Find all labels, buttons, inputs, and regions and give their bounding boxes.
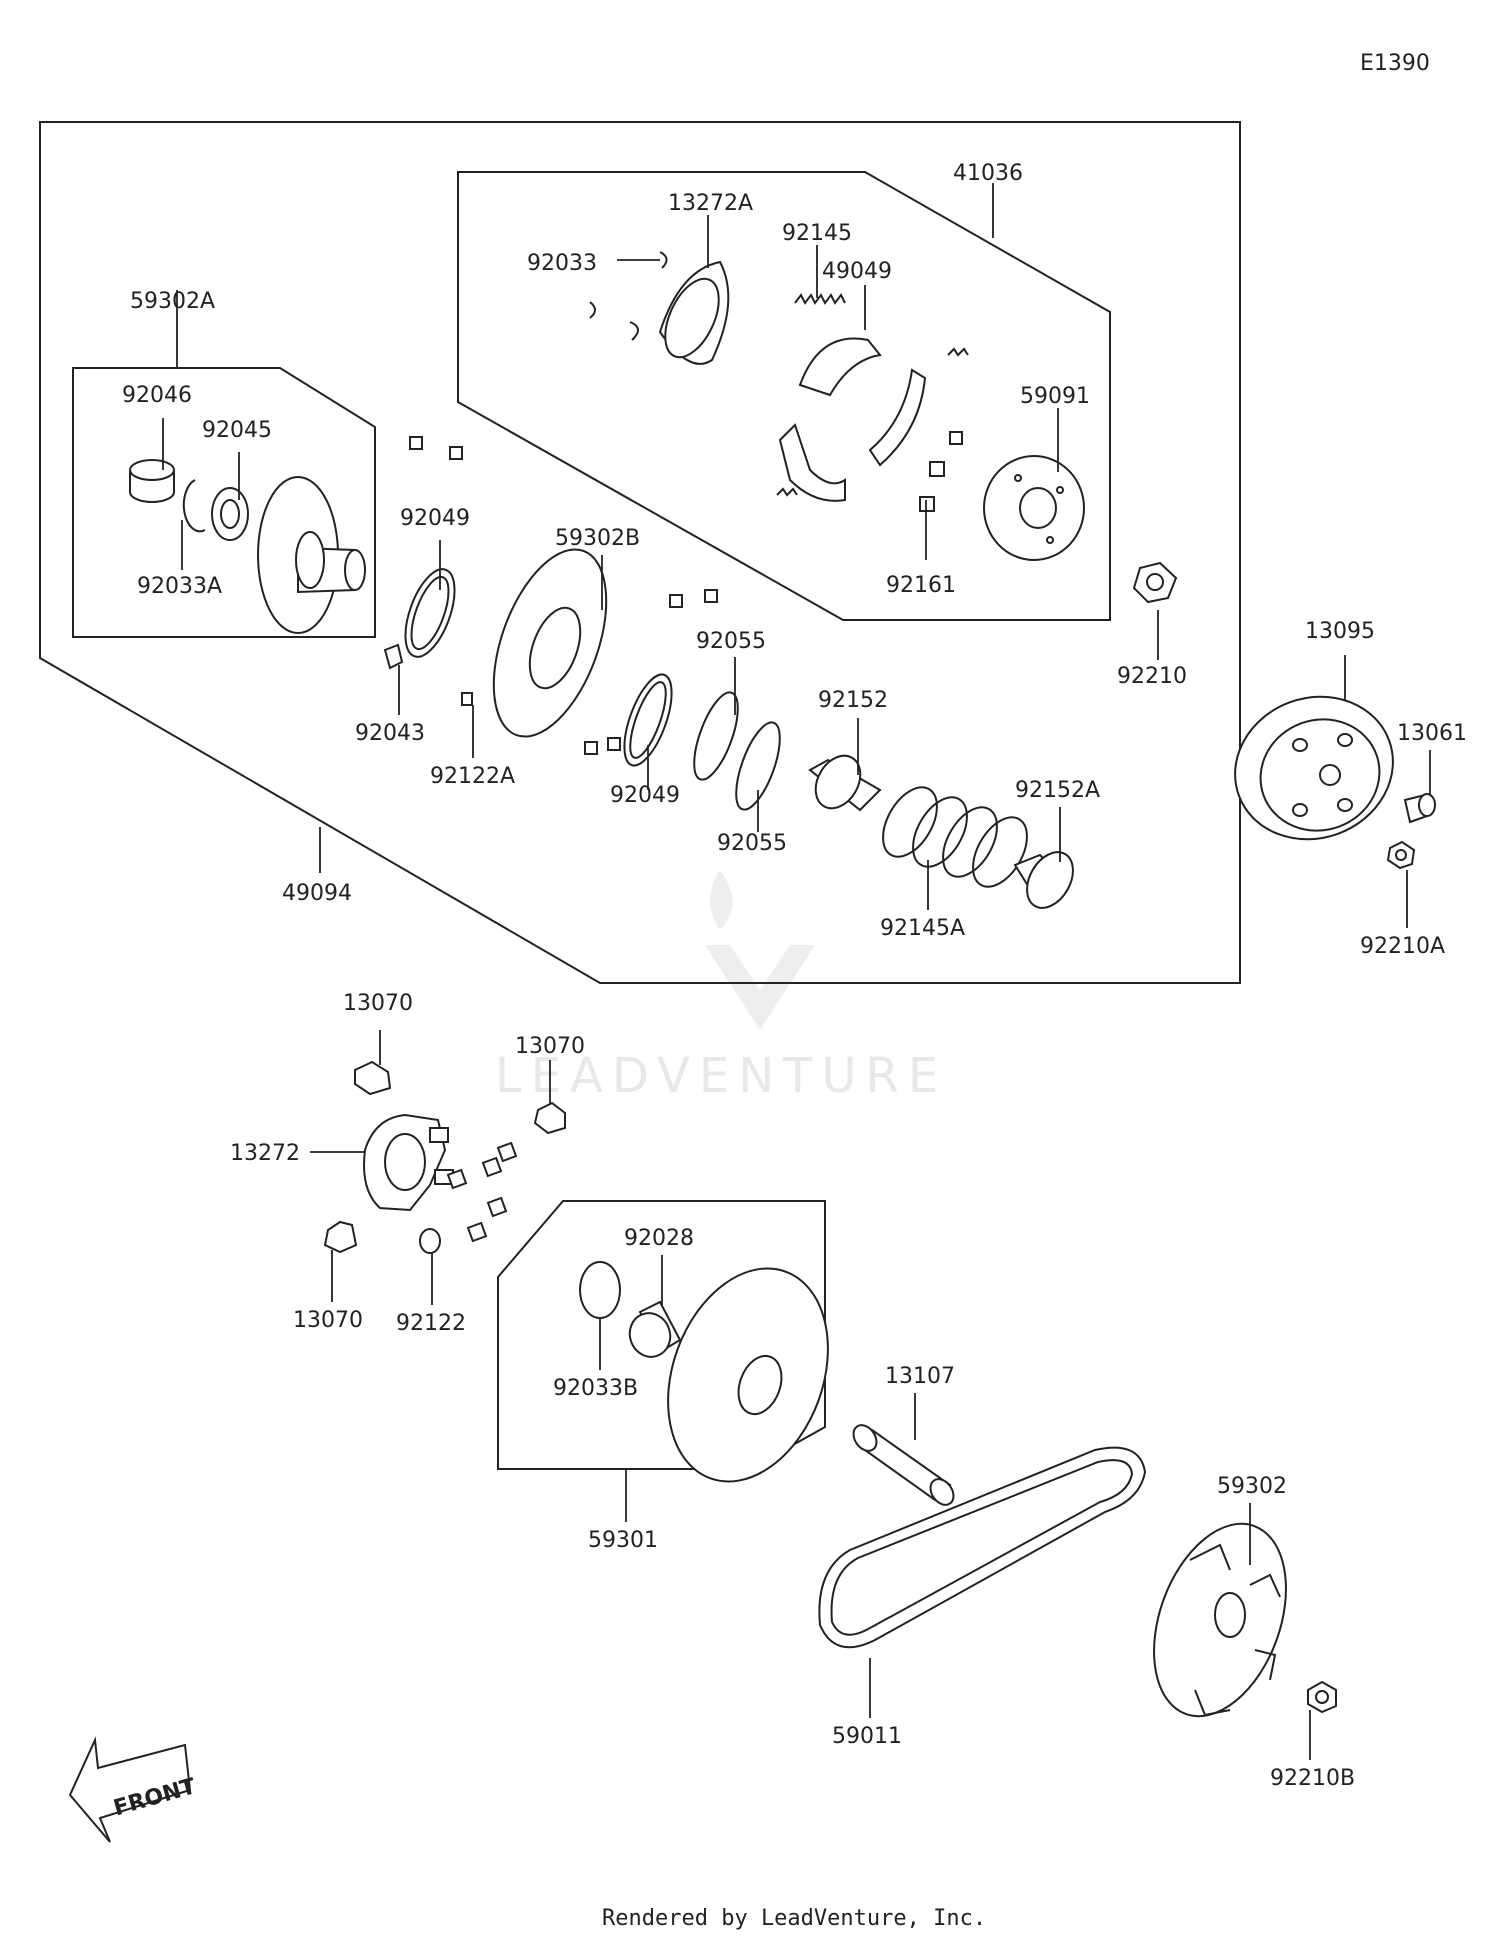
roller-92122 <box>419 1228 441 1254</box>
plate-13272A <box>658 260 730 365</box>
circlip-92033B <box>579 1261 621 1319</box>
label-92122A: 92122A <box>430 764 515 789</box>
leader-lines <box>162 183 1431 1760</box>
label-92145A: 92145A <box>880 916 965 941</box>
bearing-92045 <box>211 487 249 541</box>
label-59302: 59302 <box>1217 1474 1287 1499</box>
footer-credit: Rendered by LeadVenture, Inc. <box>602 1906 986 1931</box>
label-13272A: 13272A <box>668 191 753 216</box>
label-92043: 92043 <box>355 721 425 746</box>
spring-small-set <box>776 347 969 497</box>
slider-13070-bottom <box>323 1220 358 1254</box>
nut-92161-set <box>919 431 963 512</box>
label-41036: 41036 <box>953 161 1023 186</box>
label-92210A: 92210A <box>1360 934 1445 959</box>
cam-plate-13272 <box>363 1113 454 1212</box>
label-13070-right: 13070 <box>515 1034 585 1059</box>
nut-92210 <box>1132 561 1178 604</box>
washer-92049-bottom <box>623 673 673 767</box>
label-49094: 49094 <box>282 881 352 906</box>
nut-92210A <box>1386 840 1416 870</box>
label-92033B: 92033B <box>553 1376 638 1401</box>
housing-13095 <box>1234 695 1394 841</box>
label-92028: 92028 <box>624 1226 694 1251</box>
label-92210B: 92210B <box>1270 1766 1355 1791</box>
label-92161: 92161 <box>886 573 956 598</box>
label-92055-top: 92055 <box>696 629 766 654</box>
sheave-59302B <box>492 548 608 738</box>
belt-59011 <box>818 1446 1147 1649</box>
frame-59302A <box>72 367 376 638</box>
label-13107: 13107 <box>885 1364 955 1389</box>
label-13061: 13061 <box>1397 721 1467 746</box>
label-13070-bottom: 13070 <box>293 1308 363 1333</box>
label-49049: 49049 <box>822 259 892 284</box>
label-92152A: 92152A <box>1015 778 1100 803</box>
collar-92152A <box>1013 851 1074 909</box>
label-92033A: 92033A <box>137 574 222 599</box>
collar-13107 <box>852 1424 955 1506</box>
bushing-92152 <box>808 754 882 812</box>
label-92045: 92045 <box>202 418 272 443</box>
spring-92145 <box>794 293 846 305</box>
small-rollers-set <box>383 436 718 755</box>
plate-59091 <box>983 455 1085 561</box>
frame-59301 <box>497 1200 826 1470</box>
label-59091: 59091 <box>1020 384 1090 409</box>
sheave-drive-face <box>257 476 366 634</box>
label-92049-bottom: 92049 <box>610 783 680 808</box>
label-13272: 13272 <box>230 1141 300 1166</box>
label-59011: 59011 <box>832 1724 902 1749</box>
collar-13061 <box>1403 793 1436 824</box>
label-13095: 13095 <box>1305 619 1375 644</box>
label-92046: 92046 <box>122 383 192 408</box>
fan-59302 <box>1153 1522 1287 1718</box>
front-arrow: FRONT <box>68 1736 199 1843</box>
sleeve-92046 <box>129 459 175 503</box>
label-92210: 92210 <box>1117 664 1187 689</box>
label-59302A: 59302A <box>130 289 215 314</box>
frame-49094 <box>39 121 1241 984</box>
label-59301: 59301 <box>588 1528 658 1553</box>
spring-92145A <box>882 786 1028 888</box>
part-labels: 41036 13272A 92145 92033 49049 59091 921… <box>122 161 1467 1791</box>
label-13070-top: 13070 <box>343 991 413 1016</box>
roller-set <box>446 1141 518 1243</box>
diagram-id: E1390 <box>1360 51 1430 76</box>
slider-13070-top <box>354 1060 392 1096</box>
label-92145: 92145 <box>782 221 852 246</box>
frame-41036 <box>457 171 1111 621</box>
slider-13070-right <box>533 1101 566 1135</box>
label-92122: 92122 <box>396 1311 466 1336</box>
label-92033: 92033 <box>527 251 597 276</box>
sheave-59301 <box>667 1267 829 1483</box>
bearing-92028 <box>628 1300 682 1358</box>
label-92049-top: 92049 <box>400 506 470 531</box>
shoe-49049 <box>778 337 927 502</box>
washer-92049-top <box>404 568 456 658</box>
watermark-text: LEADVENTURE <box>495 1048 947 1104</box>
label-59302B: 59302B <box>555 526 640 551</box>
watermark: LEADVENTURE <box>495 870 947 1104</box>
oring-92055-pair <box>693 691 781 811</box>
label-92055-bottom: 92055 <box>717 831 787 856</box>
circlip-92033A <box>182 479 206 533</box>
nut-92210B <box>1307 1680 1337 1714</box>
clip-92033-set <box>589 251 668 341</box>
label-92152: 92152 <box>818 688 888 713</box>
